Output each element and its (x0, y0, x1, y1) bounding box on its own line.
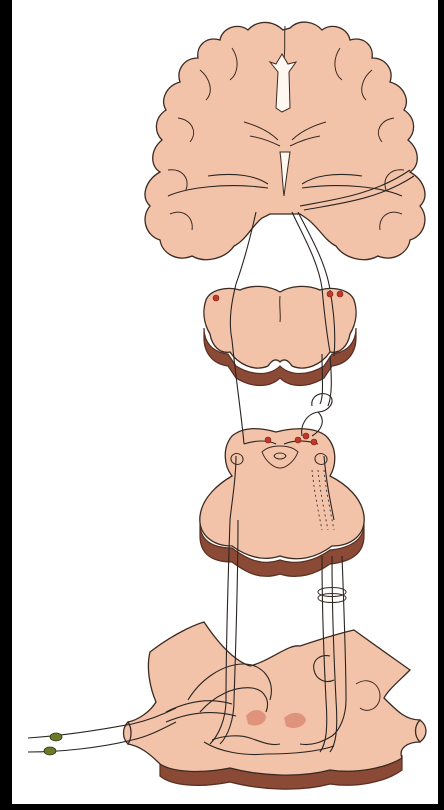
pons-nucleus-2 (295, 437, 301, 443)
cerebrum-outline (145, 22, 425, 260)
pons-top (200, 429, 364, 559)
midbrain-section (204, 284, 356, 386)
cerebral-aqueduct (280, 296, 281, 322)
medulla-section (124, 622, 427, 789)
nerve-ganglion-upper (50, 733, 62, 741)
pons-nucleus-3 (303, 433, 309, 439)
midbrain-nucleus-right-1 (327, 291, 333, 297)
cerebrum-coronal-section (145, 22, 425, 290)
pathway-diagram (12, 0, 438, 804)
pons-nucleus-4 (311, 439, 317, 445)
pons-section (200, 429, 364, 577)
midbrain-nucleus-left (213, 295, 219, 301)
pons-nucleus-1 (265, 437, 271, 443)
figure-canvas (12, 0, 438, 804)
medulla-right-notch (416, 720, 427, 742)
midbrain-nucleus-right-2 (337, 291, 343, 297)
nerve-ganglion-lower (44, 747, 56, 755)
medulla-top (128, 622, 420, 775)
